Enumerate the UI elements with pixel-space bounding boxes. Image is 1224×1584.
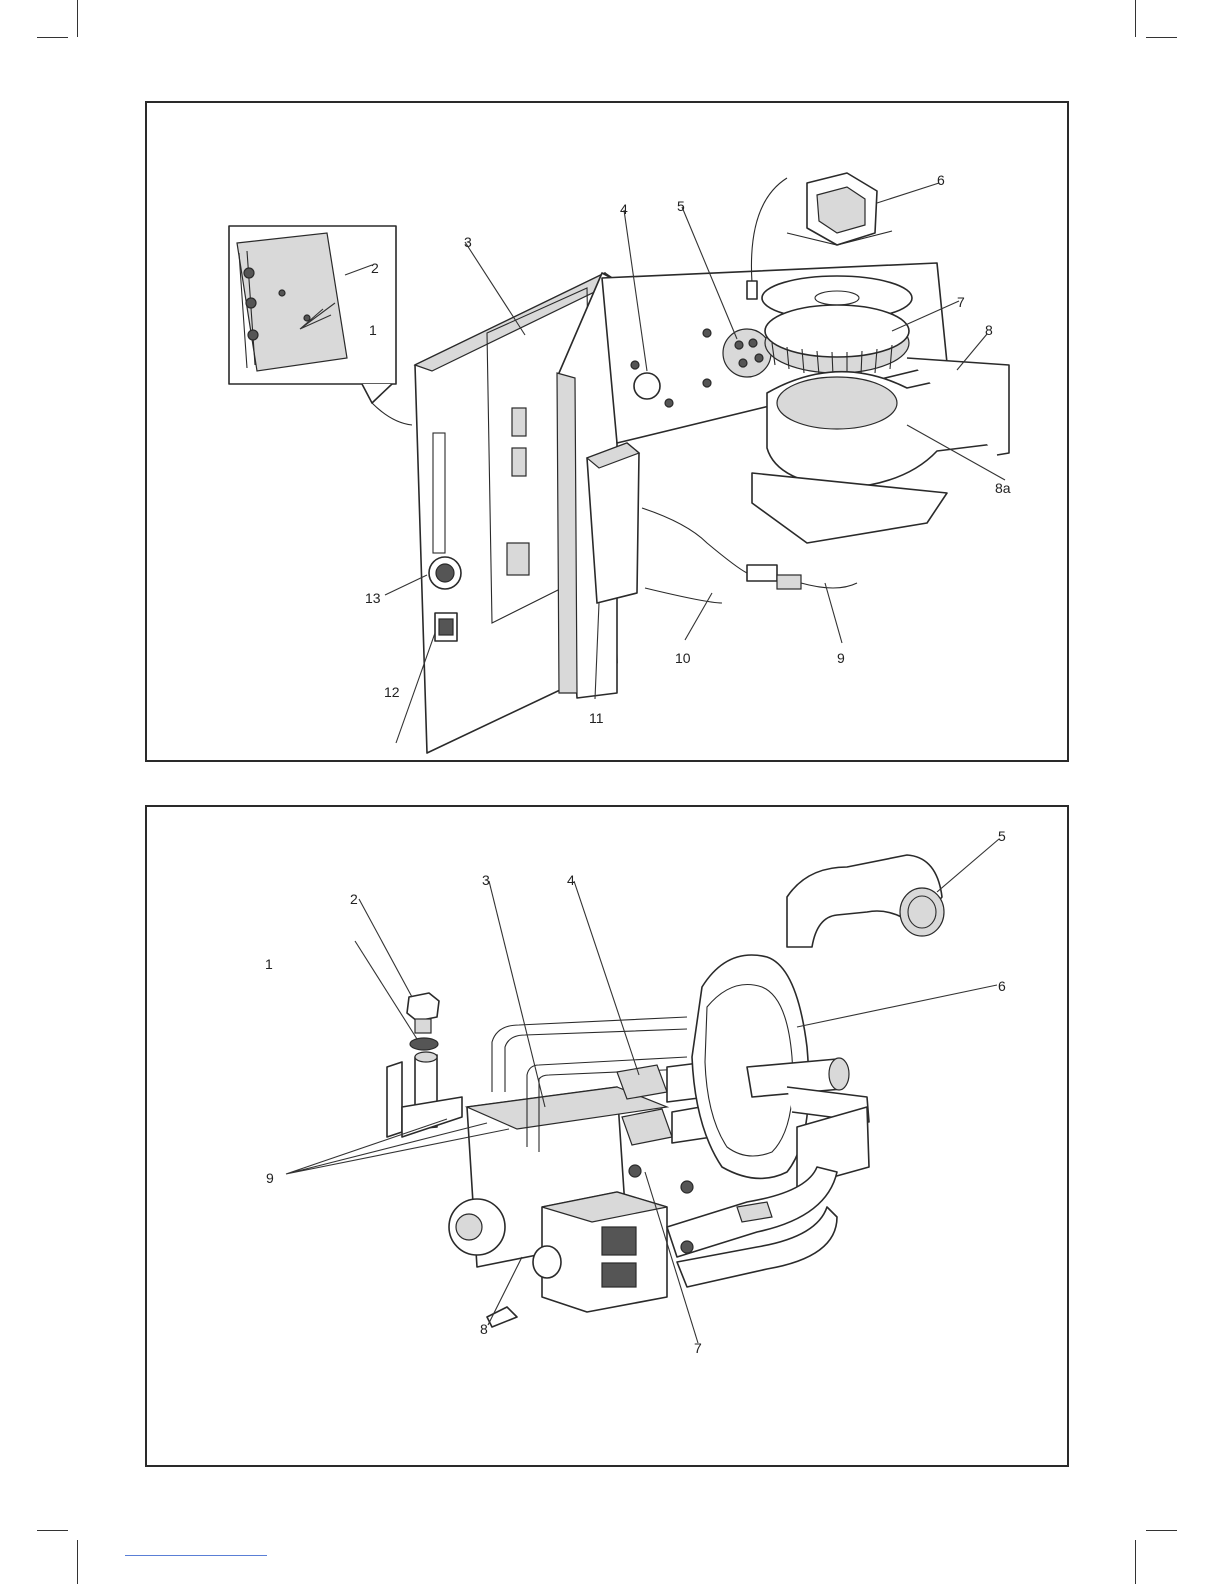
callout-label: 13 — [365, 590, 381, 606]
callout-label: 1 — [265, 956, 273, 972]
callout-label: 5 — [998, 828, 1006, 844]
callout-label: 8a — [995, 480, 1011, 496]
callout-label: 8 — [985, 322, 993, 338]
callout-label: 3 — [482, 872, 490, 888]
ignition-unit — [587, 443, 639, 603]
gas-valve-drawing: 1 2 3 4 5 6 7 8 9 — [147, 807, 1071, 1469]
crop-mark — [1135, 1540, 1136, 1584]
callout-label: 6 — [998, 978, 1006, 994]
crop-mark — [77, 0, 78, 37]
callout-label: 2 — [371, 260, 379, 276]
callout-label: 3 — [464, 234, 472, 250]
plug-connector — [747, 565, 777, 581]
fan-base-plate — [752, 473, 947, 543]
callout-label: 6 — [937, 172, 945, 188]
figure-gas-valve-assembly: 1 2 3 4 5 6 7 8 9 — [145, 805, 1069, 1467]
callout-label: 10 — [675, 650, 691, 666]
adjuster-screw — [617, 1065, 667, 1099]
callout-label: 2 — [350, 891, 358, 907]
footer-link-underline[interactable] — [125, 1555, 267, 1556]
callout-label: 12 — [384, 684, 400, 700]
nut — [407, 993, 439, 1021]
callout-label: 7 — [694, 1340, 702, 1356]
callout-label: 8 — [480, 1321, 488, 1337]
callout-label: 9 — [837, 650, 845, 666]
callout-label: 4 — [620, 201, 628, 217]
callout-label: 4 — [567, 872, 575, 888]
air-pressure-switch — [723, 329, 771, 377]
grommet — [634, 373, 660, 399]
crop-mark — [37, 1530, 68, 1531]
callout-label: 9 — [266, 1170, 274, 1186]
callout-label: 1 — [369, 322, 377, 338]
washer — [410, 1038, 438, 1050]
crop-mark — [37, 37, 68, 38]
callout-label: 5 — [677, 198, 685, 214]
callout-label: 11 — [589, 710, 604, 726]
crop-mark — [1146, 1530, 1177, 1531]
crop-mark — [77, 1540, 78, 1584]
mounting-bracket — [387, 1062, 402, 1137]
callout-label: 7 — [957, 294, 965, 310]
crop-mark — [1146, 37, 1177, 38]
inset-pointer — [362, 384, 392, 403]
exploded-view-drawing: 1 2 3 4 5 6 7 8 8a 9 10 11 12 13 — [147, 103, 1071, 764]
crop-mark — [1135, 0, 1136, 37]
figure-control-box-fan: 1 2 3 4 5 6 7 8 8a 9 10 11 12 13 — [145, 101, 1069, 762]
